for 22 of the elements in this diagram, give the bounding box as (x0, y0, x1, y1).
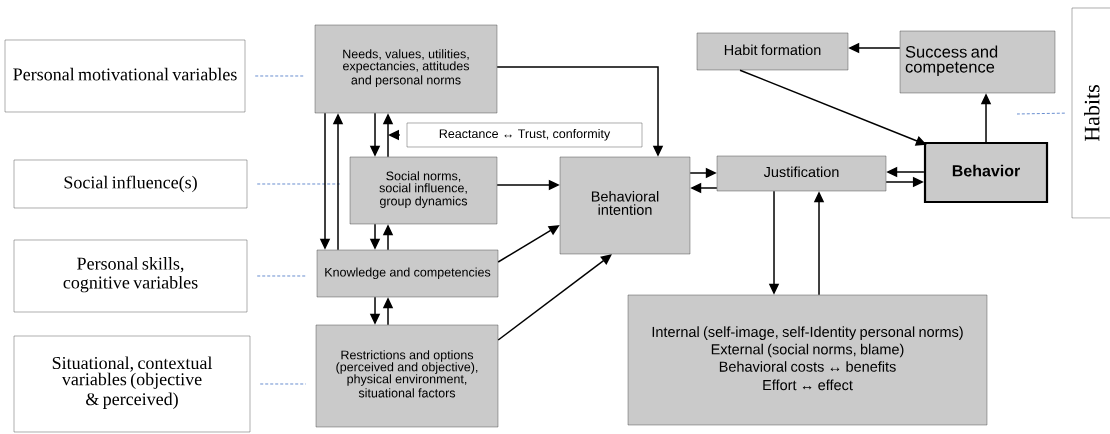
dashed-connector (256, 183, 341, 185)
dashed-connector (256, 275, 308, 277)
process-box: Justification (716, 155, 887, 192)
process-box: Success and competence (899, 30, 1056, 94)
category-box: Habits (1071, 7, 1110, 219)
process-box: Behavioral intention (559, 156, 691, 255)
dashed-connector (254, 75, 306, 77)
category-box: Social influence(s) (13, 159, 248, 209)
dashed-connector (1016, 112, 1066, 115)
arrow (497, 254, 612, 341)
process-box: Knowledge and competencies (316, 249, 499, 298)
process-box: Habit formation (696, 32, 849, 71)
behavior-box: Behavior (923, 141, 1049, 204)
dashed-connector (259, 383, 307, 385)
category-box: Personal skills, cognitive variables (13, 239, 248, 313)
category-box: Situational, contextual variables (objective & perceived) (13, 335, 251, 433)
category-box: Personal motivational variables (4, 39, 246, 113)
note-box: Reactance ↔ Trust, conformity (406, 122, 643, 148)
process-box: Needs, values, utilities, expectancies, attitudes and personal norms (314, 24, 498, 114)
process-box: Internal (self-image, self-Identity personal norms) External (social norms, blame) Behavioral costs ↔ benefits Effort ↔ effect (627, 294, 988, 426)
process-box: Restrictions and options (perceived and objective), physical environment, situational factors (315, 324, 499, 428)
process-box: Social norms, social influence, group dynamics (349, 156, 498, 225)
